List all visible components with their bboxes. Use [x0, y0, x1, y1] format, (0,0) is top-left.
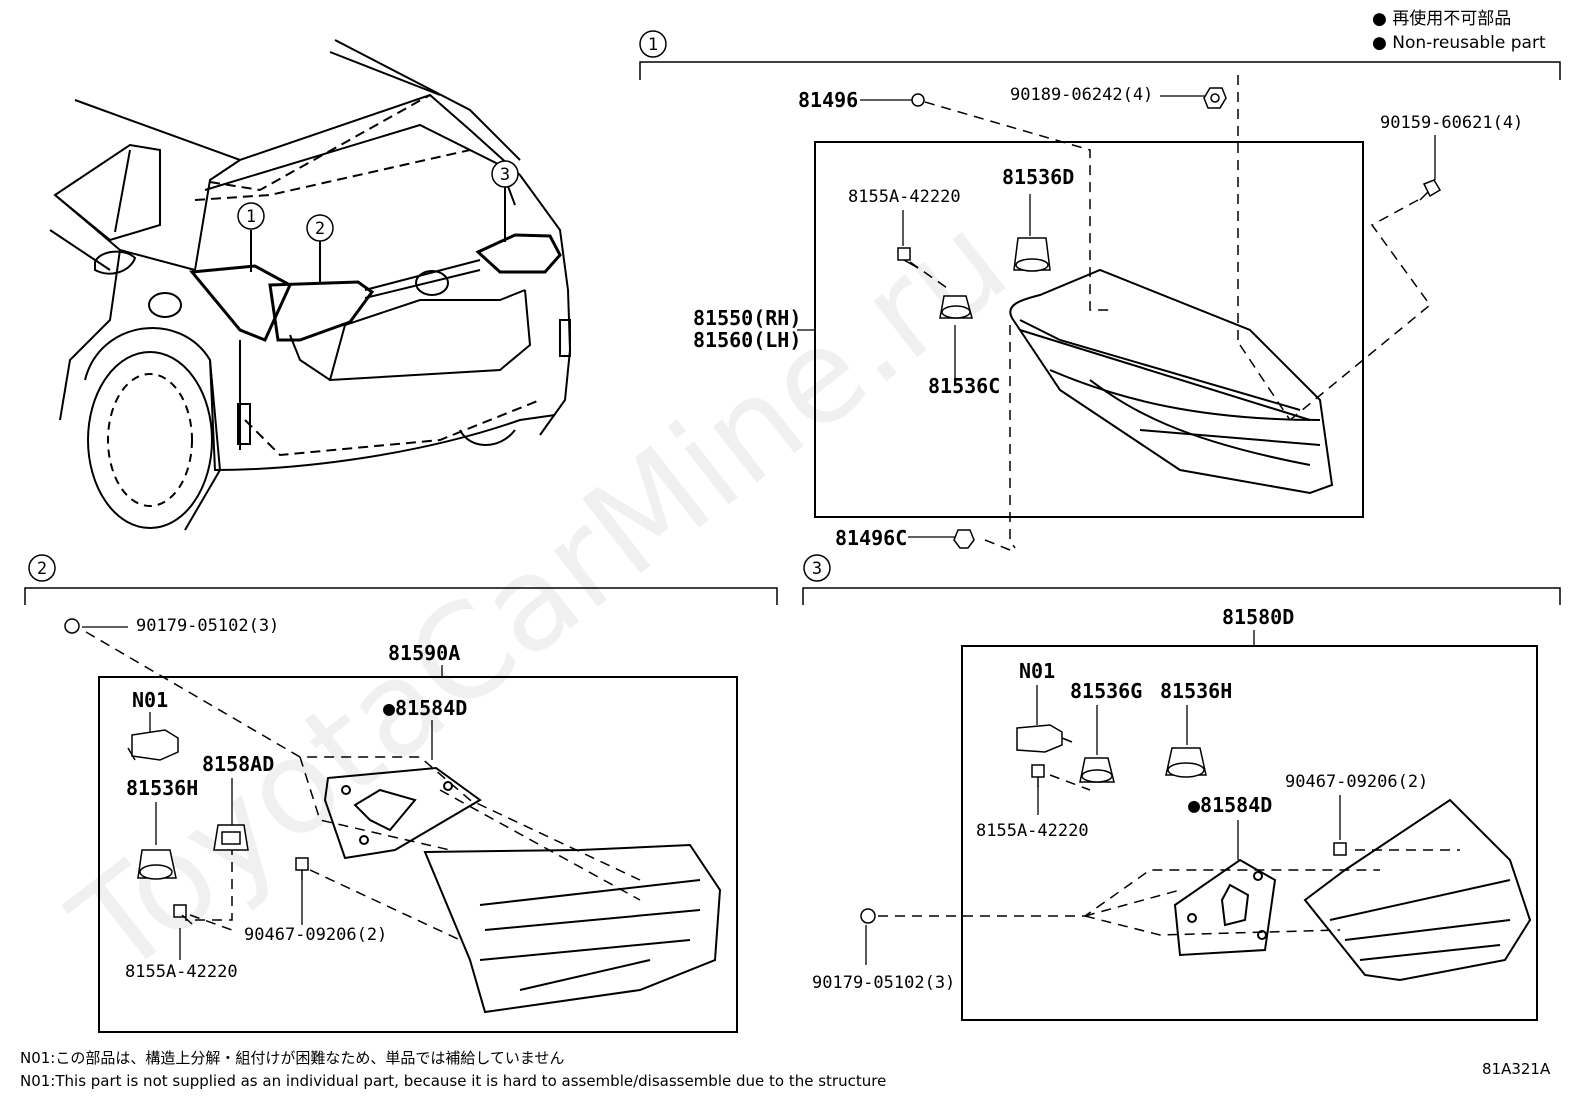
label-81536D: 81536D [1002, 165, 1074, 189]
label-90179-05102-s2: 90179-05102(3) [136, 616, 279, 636]
vehicle-illustration [49, 39, 572, 531]
label-81584D-s3: ●81584D [1188, 793, 1272, 817]
label-81536H-s3: 81536H [1160, 679, 1232, 703]
clip-90179-s3-icon [860, 908, 876, 924]
screw-90467-s3-icon [1333, 842, 1347, 856]
back-door-lamp-81590A [423, 843, 722, 1014]
section-2-assembly-box [98, 676, 738, 1033]
section-2: 2 90179-05102(3) 81590A N01 ●81584D 8158… [24, 554, 778, 1033]
watermark-text: ToyotaCarMine.ru [45, 185, 1034, 1005]
legend: ● 再使用不可部品 ● Non-reusable part [1372, 8, 1546, 53]
section-3-assembly-box [961, 645, 1538, 1021]
svg-text:3: 3 [500, 165, 510, 185]
screw-90467-s2-icon [295, 857, 309, 871]
screw-8155A-s2-icon [173, 904, 187, 918]
section-1: 1 81496 90189-06242(4) 90159-60621(4) 81… [639, 30, 1561, 551]
label-81550-rh: 81550(RH) [693, 306, 801, 330]
label-81536G: 81536G [1070, 679, 1142, 703]
back-door-lamp-81580D [1303, 798, 1532, 982]
label-81590A: 81590A [388, 641, 460, 665]
label-81496C: 81496C [835, 526, 907, 550]
diagram-id: 81A321A [1482, 1060, 1551, 1078]
footnote-en: N01:This part is not supplied as an indi… [20, 1072, 886, 1090]
svg-text:2: 2 [315, 219, 325, 239]
car-marker-3: 3 [491, 160, 519, 188]
section-3-marker: 3 [812, 559, 822, 579]
label-90467-09206-s2: 90467-09206(2) [244, 925, 387, 945]
clip-81496C-icon [953, 529, 975, 549]
connector-N01-s3-icon [1016, 724, 1063, 753]
connector-N01-s2-icon [131, 729, 179, 761]
gasket-81584D-s2 [323, 766, 482, 860]
rear-combination-lamp-81550 [1009, 268, 1334, 495]
section-1-marker: 1 [648, 35, 658, 55]
label-90159-60621: 90159-60621(4) [1380, 113, 1523, 133]
label-81580D: 81580D [1222, 605, 1294, 629]
label-81496: 81496 [798, 88, 858, 112]
gasket-81584D-s3 [1173, 858, 1277, 957]
section-3: 3 81580D N01 81536G 81536H 90467-09206(2… [802, 554, 1561, 1021]
screw-8155A-s3-icon [1031, 764, 1045, 778]
label-90179-05102-s3: 90179-05102(3) [812, 973, 955, 993]
label-81560-lh: 81560(LH) [693, 328, 801, 352]
car-marker-2: 2 [306, 214, 334, 242]
label-81584D-s2: ●81584D [383, 696, 467, 720]
label-8158AD: 8158AD [202, 752, 274, 776]
clip-90179-s2-icon [64, 618, 80, 634]
label-90467-09206-s3: 90467-09206(2) [1285, 772, 1428, 792]
label-8155A-42220-s1: 8155A-42220 [848, 187, 961, 207]
label-N01-s3: N01 [1019, 659, 1055, 683]
svg-text:1: 1 [246, 207, 256, 227]
section-2-marker: 2 [37, 559, 47, 579]
label-90189-06242: 90189-06242(4) [1010, 85, 1153, 105]
label-N01-s2: N01 [132, 688, 168, 712]
screw-8155A-s1-icon [897, 247, 911, 261]
car-marker-1: 1 [237, 202, 265, 230]
legend-en: ● Non-reusable part [1372, 33, 1546, 53]
label-8155A-42220-s3: 8155A-42220 [976, 821, 1089, 841]
label-81536C: 81536C [928, 374, 1000, 398]
label-81536H-s2: 81536H [126, 776, 198, 800]
label-8155A-42220-s2: 8155A-42220 [125, 962, 238, 982]
legend-jp: ● 再使用不可部品 [1372, 8, 1511, 29]
clip-81496-icon [911, 93, 925, 107]
footnote-jp: N01:この部品は、構造上分解・組付けが困難なため、単品では補給していません [20, 1049, 564, 1067]
